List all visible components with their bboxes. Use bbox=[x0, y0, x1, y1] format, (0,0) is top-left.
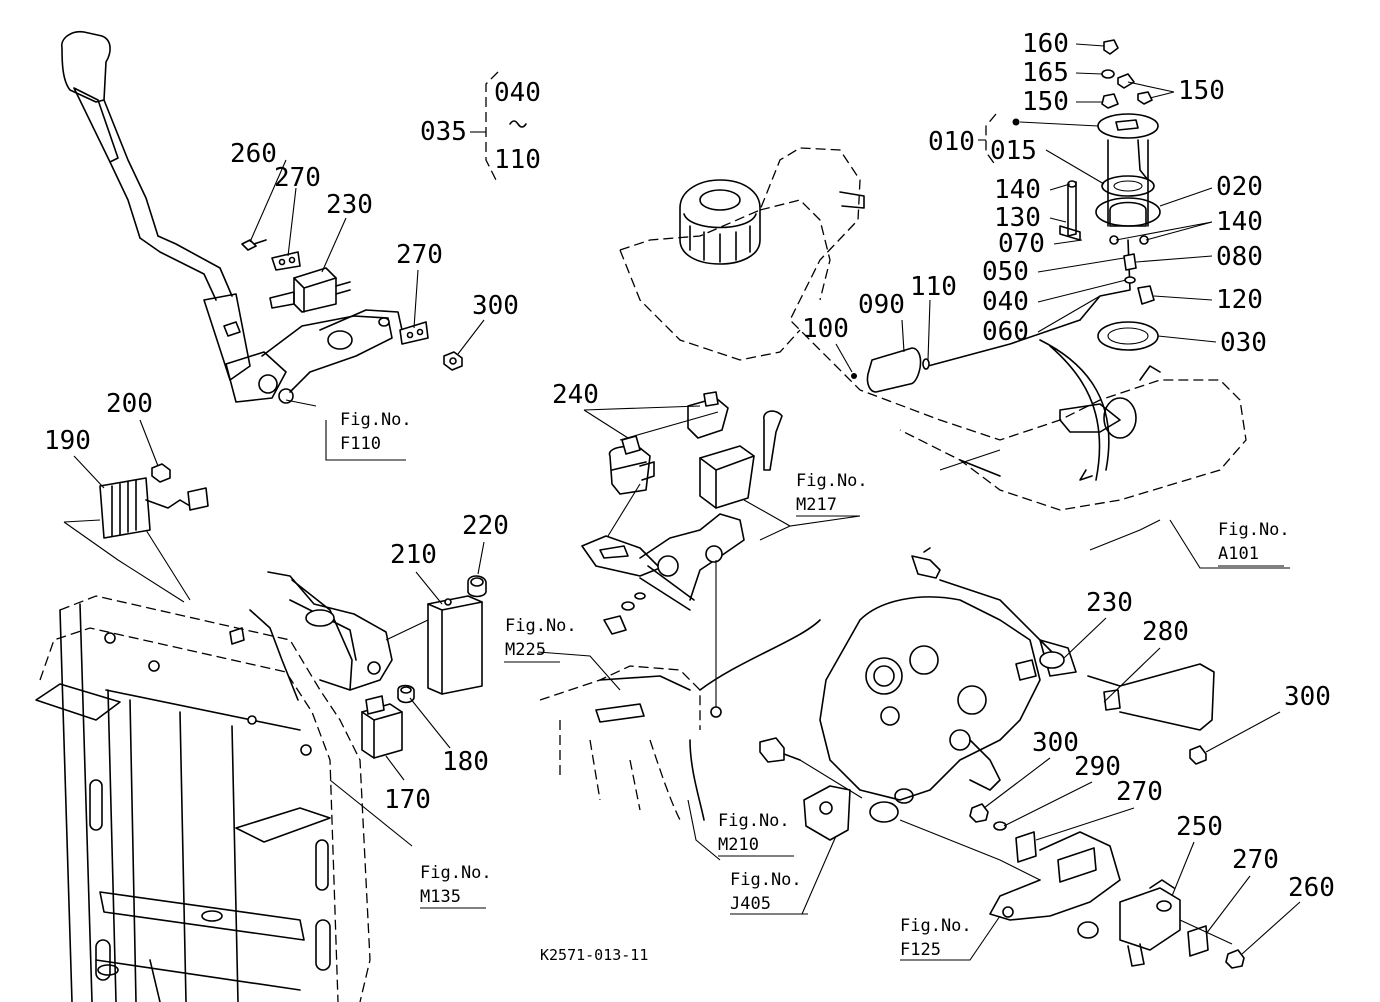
part-number-300: 300 bbox=[1032, 728, 1079, 758]
fig-ref-caption: Fig.No. bbox=[420, 863, 492, 883]
part-number-030: 030 bbox=[1220, 328, 1267, 358]
fig-ref-number: J405 bbox=[730, 894, 771, 914]
floor-panel bbox=[537, 619, 821, 821]
relay-parts bbox=[361, 575, 487, 759]
part-number-170: 170 bbox=[384, 785, 431, 815]
fig-ref-number: M225 bbox=[505, 640, 546, 660]
part-number-165: 165 bbox=[1022, 58, 1069, 88]
fig-ref-caption: Fig.No. bbox=[718, 811, 790, 831]
fig-ref-caption: Fig.No. bbox=[505, 616, 577, 636]
part-number-015: 015 bbox=[990, 136, 1037, 166]
part-number-110: 110 bbox=[910, 272, 957, 302]
part-number-140: 140 bbox=[994, 175, 1041, 205]
part-number-150: 150 bbox=[1178, 76, 1225, 106]
fig-ref-caption: Fig.No. bbox=[730, 870, 802, 890]
part-number-070: 070 bbox=[998, 229, 1045, 259]
part-number-300: 300 bbox=[472, 291, 519, 321]
fuel-tank bbox=[619, 147, 1290, 569]
part-number-050: 050 bbox=[982, 257, 1029, 287]
part-number-270: 270 bbox=[396, 240, 443, 270]
part-number-040: 040 bbox=[494, 78, 541, 108]
part-number-240: 240 bbox=[552, 380, 599, 410]
part-number-040: 040 bbox=[982, 287, 1029, 317]
fig-ref-number: A101 bbox=[1218, 544, 1259, 564]
part-number-270: 270 bbox=[274, 163, 321, 193]
fig-ref-caption: Fig.No. bbox=[900, 916, 972, 936]
group-035-bracket bbox=[470, 71, 527, 185]
leader-lines bbox=[73, 43, 1301, 961]
fig-ref-number: M210 bbox=[718, 835, 759, 855]
part-number-250: 250 bbox=[1176, 812, 1223, 842]
part-number-180: 180 bbox=[442, 747, 489, 777]
fig-ref-m210: Fig.No. M210 bbox=[718, 811, 790, 855]
part-number-270: 270 bbox=[1232, 845, 1279, 875]
hst-pump-assembly bbox=[759, 547, 1245, 969]
fig-ref-m135: Fig.No. M135 bbox=[420, 863, 492, 907]
controller-190 bbox=[63, 463, 209, 603]
part-number-060: 060 bbox=[982, 317, 1029, 347]
part-number-270: 270 bbox=[1116, 777, 1163, 807]
part-number-080: 080 bbox=[1216, 242, 1263, 272]
figure-references: Fig.No.F110Fig.No.M217Fig.No.A101Fig.No.… bbox=[340, 410, 1290, 960]
part-number-280: 280 bbox=[1142, 617, 1189, 647]
fig-ref-caption: Fig.No. bbox=[796, 471, 868, 491]
part-number-210: 210 bbox=[390, 540, 437, 570]
part-number-035: 035 bbox=[420, 117, 467, 147]
part-number-230: 230 bbox=[326, 190, 373, 220]
fig-ref-f110: Fig.No. F110 bbox=[340, 410, 412, 454]
fig-ref-a101: Fig.No. A101 bbox=[1218, 520, 1290, 564]
fig-ref-f125: Fig.No. F125 bbox=[900, 916, 972, 960]
part-number-130: 130 bbox=[994, 203, 1041, 233]
part-number-020: 020 bbox=[1216, 172, 1263, 202]
part-number-140: 140 bbox=[1216, 207, 1263, 237]
fig-ref-m217: Fig.No. M217 bbox=[796, 471, 868, 515]
fig-ref-number: M135 bbox=[420, 887, 461, 907]
part-number-260: 260 bbox=[230, 139, 277, 169]
fig-ref-caption: Fig.No. bbox=[1218, 520, 1290, 540]
part-number-120: 120 bbox=[1216, 285, 1263, 315]
part-number-200: 200 bbox=[106, 389, 153, 419]
cab-frame bbox=[35, 571, 393, 1002]
seat-switch-assembly bbox=[581, 391, 861, 718]
part-number-300: 300 bbox=[1284, 682, 1331, 712]
fig-ref-number: M217 bbox=[796, 495, 837, 515]
drawing-code: K2571-013-11 bbox=[540, 946, 648, 964]
part-number-260: 260 bbox=[1288, 873, 1335, 903]
hand-lever-assembly bbox=[61, 30, 463, 404]
fig-ref-caption: Fig.No. bbox=[340, 410, 412, 430]
part-number-100: 100 bbox=[802, 314, 849, 344]
part-number-220: 220 bbox=[462, 511, 509, 541]
part-number-230: 230 bbox=[1086, 588, 1133, 618]
fuel-sender-assembly bbox=[851, 39, 1161, 481]
part-number-150: 150 bbox=[1022, 87, 1069, 117]
part-number-290: 290 bbox=[1074, 752, 1121, 782]
fig-ref-number: F110 bbox=[340, 434, 381, 454]
part-number-090: 090 bbox=[858, 290, 905, 320]
part-number-160: 160 bbox=[1022, 29, 1069, 59]
fig-ref-j405: Fig.No. J405 bbox=[730, 870, 802, 914]
part-number-110: 110 bbox=[494, 145, 541, 175]
fig-ref-number: F125 bbox=[900, 940, 941, 960]
part-number-190: 190 bbox=[44, 426, 91, 456]
fig-ref-m225: Fig.No. M225 bbox=[505, 616, 577, 660]
part-number-010: 010 bbox=[928, 127, 975, 157]
